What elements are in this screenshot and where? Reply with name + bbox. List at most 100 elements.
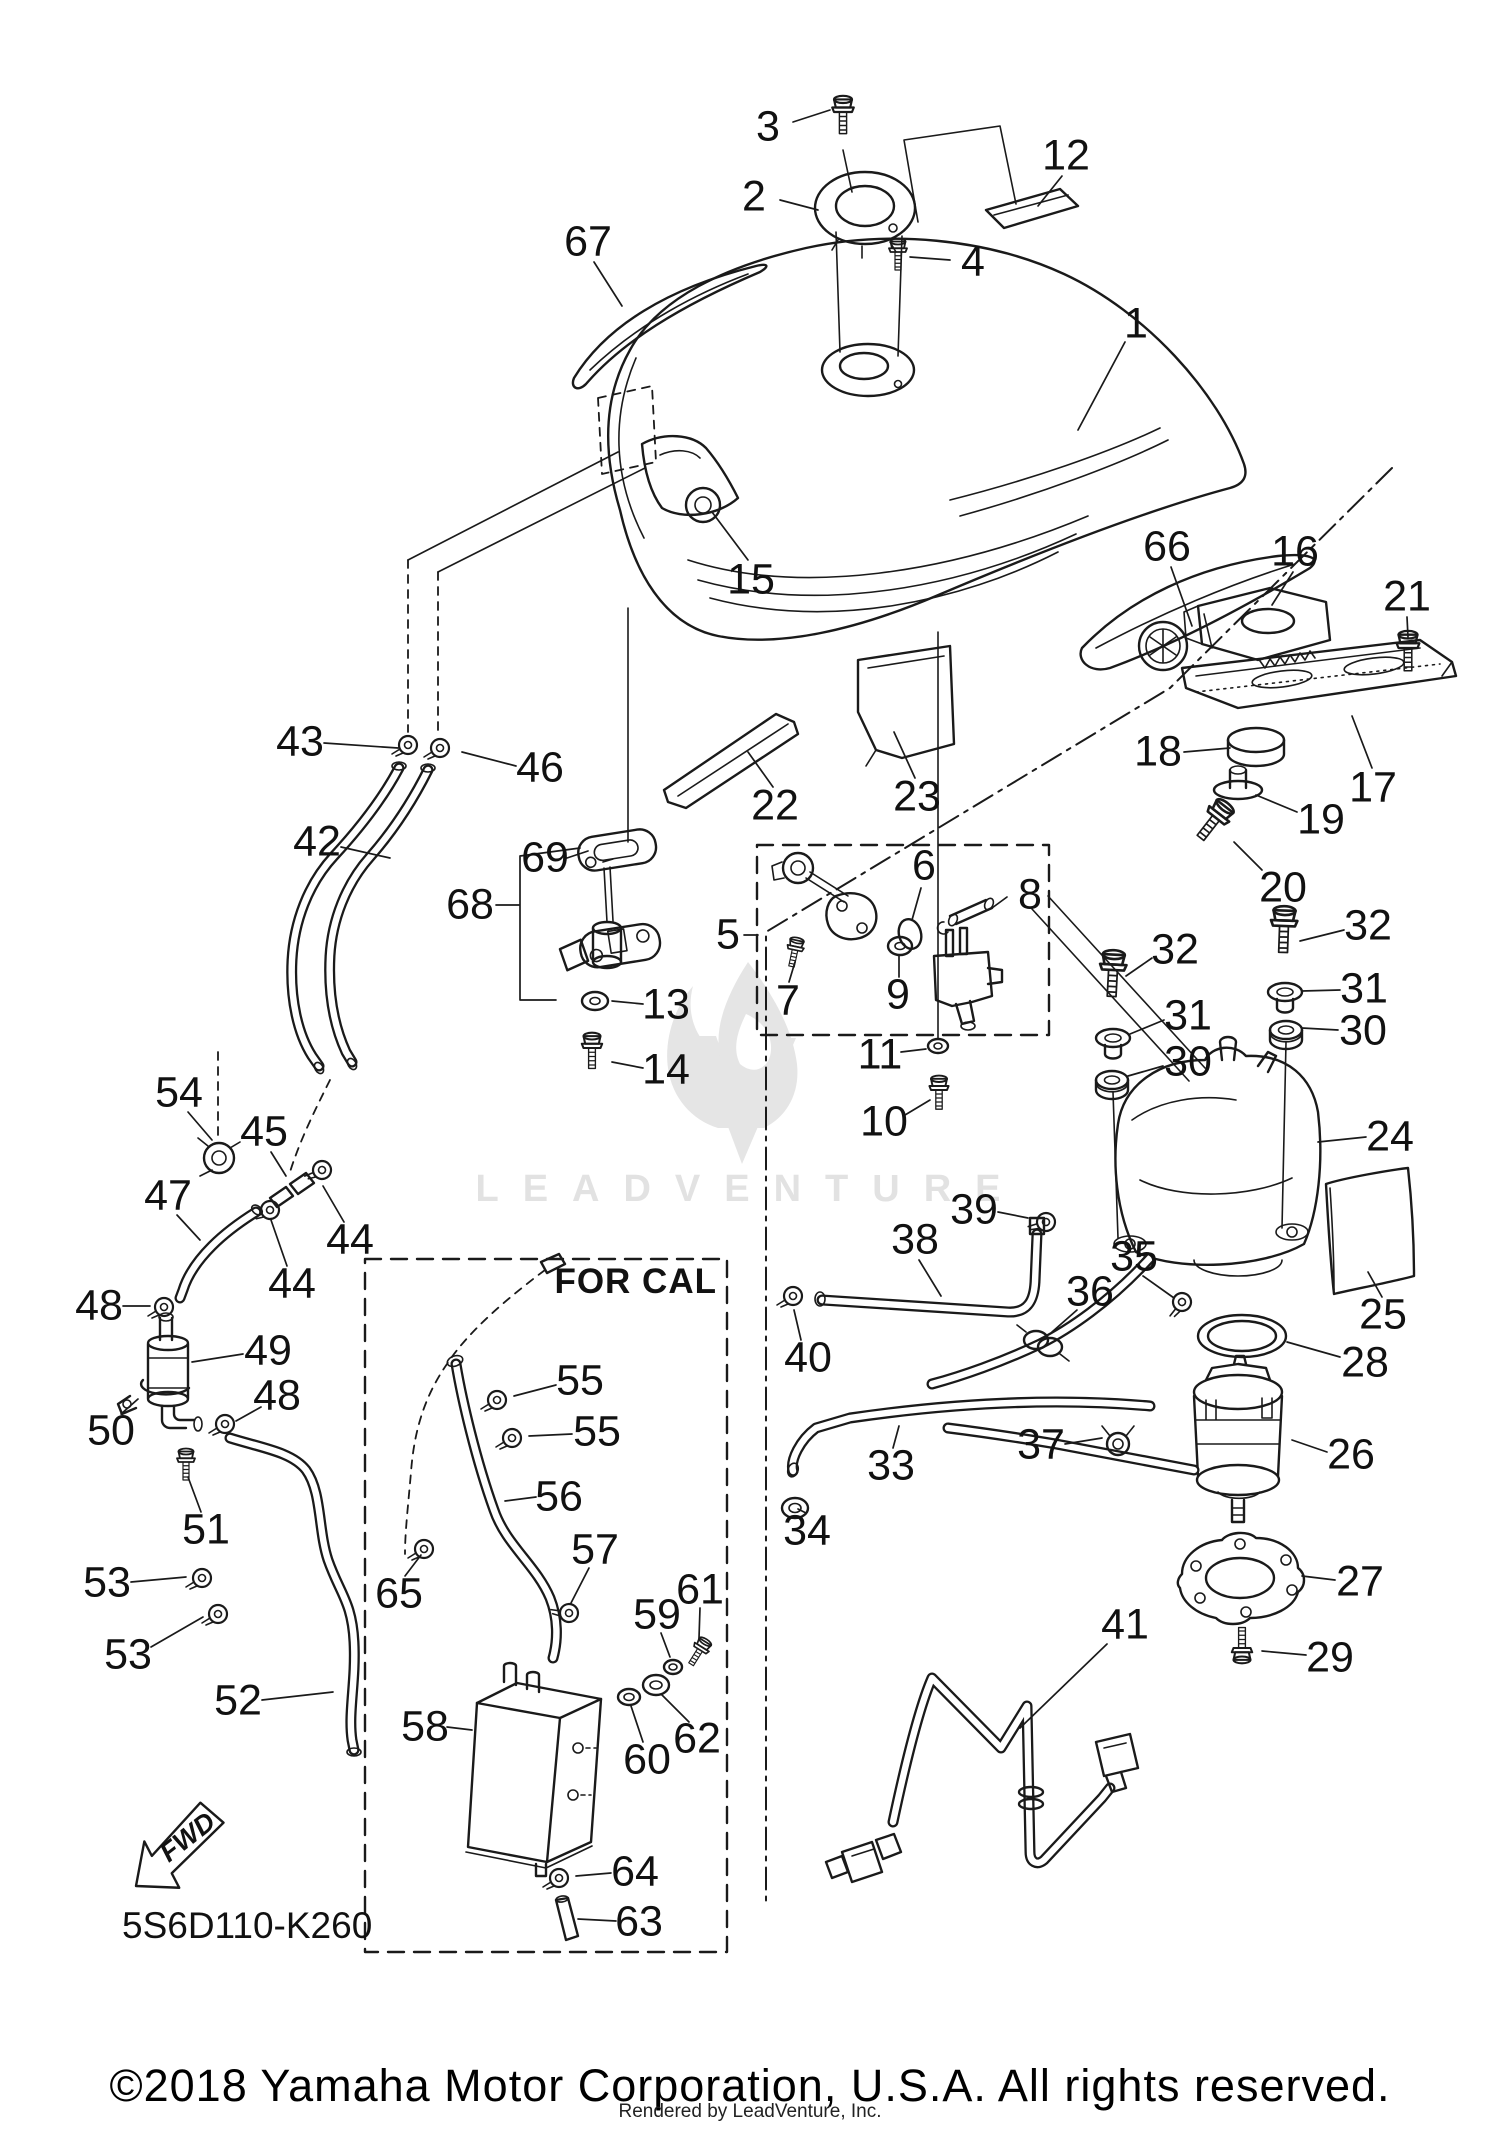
callout-27: 27: [1336, 1557, 1384, 1606]
callout-32: 32: [1344, 901, 1392, 950]
callout-48: 48: [253, 1371, 301, 1420]
copyright-text: ©2018 Yamaha Motor Corporation, U.S.A. A…: [109, 2060, 1391, 2111]
callout-24: 24: [1366, 1112, 1414, 1161]
callout-61: 61: [676, 1565, 724, 1614]
callout-65: 65: [375, 1569, 423, 1618]
callout-63: 63: [615, 1897, 663, 1946]
callout-13: 13: [642, 980, 690, 1029]
screw-10: [928, 1074, 950, 1111]
bolt-29: [1230, 1626, 1254, 1665]
fuel-cap-assembly: [813, 94, 1080, 357]
callout-4: 4: [961, 237, 985, 286]
callout-1: 1: [1124, 299, 1148, 348]
callout-55: 55: [556, 1356, 604, 1405]
callout-6: 6: [912, 841, 936, 890]
cap-screw-4: [888, 237, 908, 271]
callout-67: 67: [564, 217, 612, 266]
callout-46: 46: [516, 743, 564, 792]
callout-50: 50: [87, 1406, 135, 1455]
for-cal-label: FOR CAL: [554, 1262, 717, 1301]
fuel-cock-assembly: [771, 851, 1004, 1111]
callout-33: 33: [867, 1441, 915, 1490]
callout-3: 3: [756, 102, 780, 151]
callout-12: 12: [1042, 131, 1090, 180]
callout-43: 43: [276, 717, 324, 766]
callout-26: 26: [1327, 1430, 1375, 1479]
callout-7: 7: [776, 976, 800, 1025]
callout-10: 10: [860, 1097, 908, 1146]
petcock-dashed-box: [755, 843, 1051, 1037]
callout-69: 69: [521, 833, 569, 882]
callout-49: 49: [244, 1326, 292, 1375]
callout-58: 58: [401, 1702, 449, 1751]
callout-56: 56: [535, 1472, 583, 1521]
callout-52: 52: [214, 1676, 262, 1725]
cock-mount-plates: [495, 828, 662, 1070]
callout-21: 21: [1383, 572, 1431, 621]
callout-15: 15: [727, 555, 775, 604]
callout-54: 54: [155, 1068, 203, 1117]
callout-14: 14: [642, 1045, 690, 1094]
callout-31: 31: [1340, 964, 1388, 1013]
callout-5: 5: [716, 910, 740, 959]
callout-62: 62: [673, 1714, 721, 1763]
callout-51: 51: [182, 1505, 230, 1554]
tank-rear-bracket: [1180, 586, 1458, 847]
callout-29: 29: [1306, 1633, 1354, 1682]
leadventure-watermark-text: LEADVENTURE: [475, 1168, 1025, 1210]
callout-23: 23: [893, 772, 941, 821]
callout-25: 25: [1359, 1290, 1407, 1339]
callout-22: 22: [751, 781, 799, 830]
callout-30: 30: [1164, 1037, 1212, 1086]
bolt-14: [580, 1031, 604, 1070]
callout-8: 8: [1018, 870, 1042, 919]
callout-11: 11: [857, 1030, 903, 1079]
callout-2: 2: [742, 172, 766, 221]
cap-bolt-3: [831, 94, 855, 135]
callout-37: 37: [1017, 1420, 1065, 1469]
callout-45: 45: [240, 1107, 288, 1156]
callout-17: 17: [1349, 763, 1397, 812]
callout-44: 44: [326, 1215, 374, 1264]
rendered-by-text: Rendered by LeadVenture, Inc.: [618, 2101, 882, 2122]
callout-18: 18: [1134, 727, 1182, 776]
callout-31: 31: [1164, 991, 1212, 1040]
callout-55: 55: [573, 1407, 621, 1456]
callout-40: 40: [784, 1333, 832, 1382]
callout-42: 42: [293, 817, 341, 866]
breather-hoses: [146, 451, 646, 1437]
bolt-20: [1189, 794, 1239, 847]
fwd-arrow: FWD: [134, 1801, 225, 1889]
callout-60: 60: [623, 1735, 671, 1784]
callout-53: 53: [104, 1630, 152, 1679]
callout-19: 19: [1297, 795, 1345, 844]
callout-30: 30: [1339, 1006, 1387, 1055]
part-code: 5S6D110-K260: [122, 1905, 373, 1946]
evap-canister-group: [404, 1252, 715, 1942]
callout-53: 53: [83, 1558, 131, 1607]
callout-57: 57: [571, 1525, 619, 1574]
callout-38: 38: [891, 1215, 939, 1264]
callout-28: 28: [1341, 1338, 1389, 1387]
damper-strip-and-panel: [662, 644, 956, 810]
callout-41: 41: [1101, 1600, 1149, 1649]
pump-hoses: [775, 1208, 1200, 1520]
callout-66: 66: [1143, 522, 1191, 571]
callout-36: 36: [1066, 1267, 1114, 1316]
fuel-delivery-line: [824, 1672, 1140, 1884]
callout-35: 35: [1110, 1232, 1158, 1281]
callout-16: 16: [1271, 527, 1319, 576]
fuel-pump-tank: [1113, 1035, 1416, 1665]
callout-59: 59: [633, 1590, 681, 1639]
callout-44: 44: [268, 1259, 316, 1308]
callout-47: 47: [144, 1171, 192, 1220]
screw-61: [683, 1634, 715, 1670]
callout-68: 68: [446, 880, 494, 929]
callout-32: 32: [1151, 925, 1199, 974]
fuel-filter: [116, 1312, 362, 1757]
callout-48: 48: [75, 1281, 123, 1330]
callout-9: 9: [886, 970, 910, 1019]
callout-64: 64: [611, 1847, 659, 1896]
